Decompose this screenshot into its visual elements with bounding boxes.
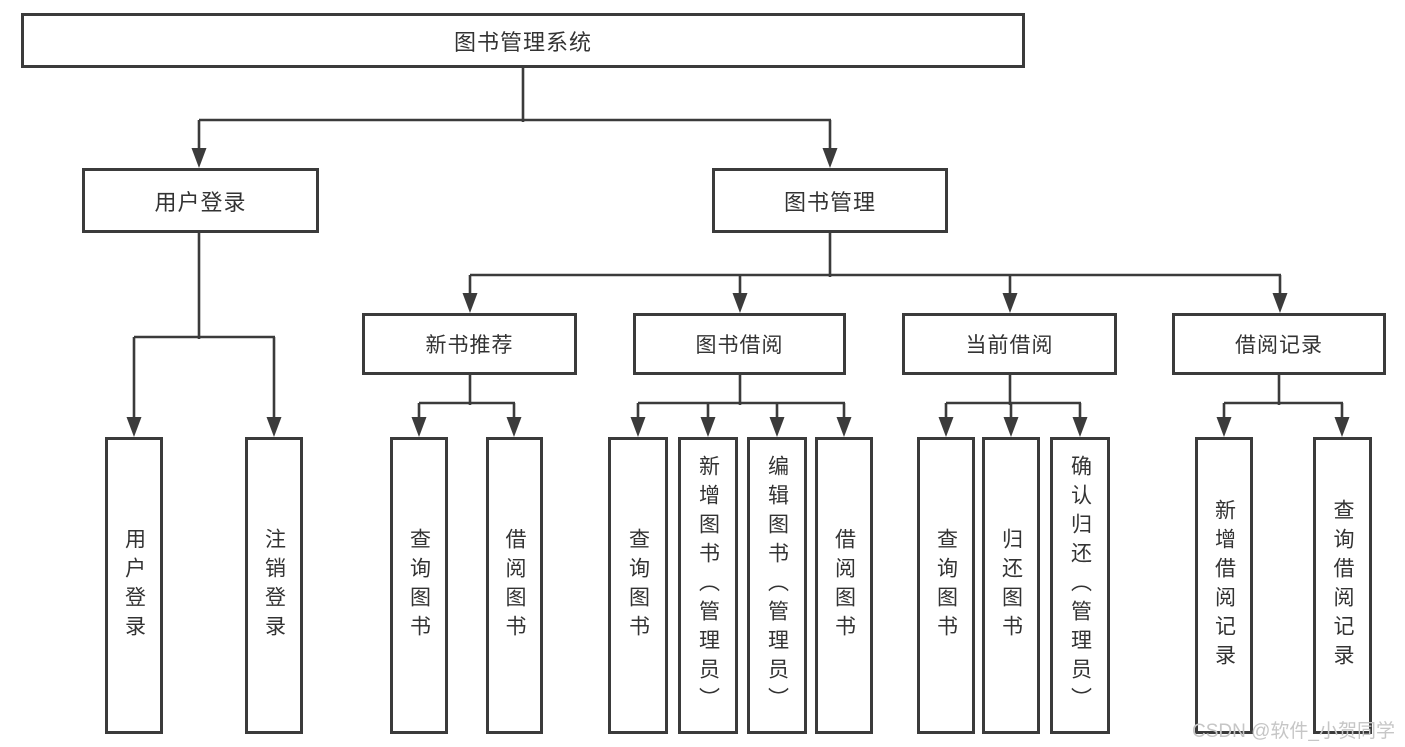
- leaf-return-books-label: 归还图书: [999, 527, 1023, 644]
- leaf-user-login: 用户登录: [105, 437, 163, 734]
- leaf-edit-books-admin-label: 编辑图书（管理员）: [765, 455, 789, 716]
- leaf-add-books-admin-label: 新增图书（管理员）: [696, 455, 720, 716]
- node-user-login: 用户登录: [82, 168, 319, 233]
- leaf-edit-books-admin: 编辑图书（管理员）: [747, 437, 807, 734]
- node-borrowing-records-label: 借阅记录: [1235, 334, 1323, 357]
- csdn-watermark: CSDN @软件_小贺同学: [1192, 721, 1395, 742]
- leaf-query-borrow-record-label: 查询借阅记录: [1331, 498, 1354, 673]
- node-book-management-label: 图书管理: [783, 189, 876, 215]
- node-book-borrowing: 图书借阅: [633, 313, 846, 375]
- node-new-book-recommend-label: 新书推荐: [425, 334, 514, 357]
- leaf-query-books-recommend-label: 查询图书: [407, 527, 431, 644]
- node-current-borrowing-label: 当前借阅: [965, 334, 1054, 357]
- leaf-query-books-recommend: 查询图书: [390, 437, 448, 734]
- leaf-user-login-label: 用户登录: [122, 527, 146, 644]
- leaf-borrow-books: 借阅图书: [815, 437, 873, 734]
- leaf-logout-label: 注销登录: [262, 527, 286, 644]
- leaf-add-borrow-record: 新增借阅记录: [1195, 437, 1253, 734]
- node-user-login-label: 用户登录: [154, 189, 247, 215]
- leaf-borrow-books-label: 借阅图书: [832, 527, 856, 644]
- leaf-logout: 注销登录: [245, 437, 303, 734]
- leaf-confirm-return-admin-label: 确认归还（管理员）: [1068, 455, 1092, 716]
- leaf-query-books-current: 查询图书: [917, 437, 975, 734]
- leaf-query-books-borrowing-label: 查询图书: [626, 527, 650, 644]
- leaf-add-books-admin: 新增图书（管理员）: [678, 437, 738, 734]
- leaf-query-books-borrowing: 查询图书: [608, 437, 668, 734]
- node-root-system-label: 图书管理系统: [453, 29, 592, 55]
- leaf-borrow-books-recommend-label: 借阅图书: [503, 527, 526, 644]
- node-borrowing-records: 借阅记录: [1172, 313, 1386, 375]
- node-new-book-recommend: 新书推荐: [362, 313, 577, 375]
- node-book-management: 图书管理: [712, 168, 948, 233]
- leaf-confirm-return-admin: 确认归还（管理员）: [1050, 437, 1110, 734]
- leaf-query-books-current-label: 查询图书: [934, 527, 958, 644]
- leaf-borrow-books-recommend: 借阅图书: [486, 437, 543, 734]
- node-book-borrowing-label: 图书借阅: [695, 334, 784, 357]
- node-current-borrowing: 当前借阅: [902, 313, 1117, 375]
- leaf-query-borrow-record: 查询借阅记录: [1313, 437, 1372, 734]
- leaf-add-borrow-record-label: 新增借阅记录: [1212, 498, 1236, 673]
- node-root-system: 图书管理系统: [21, 13, 1025, 68]
- leaf-return-books: 归还图书: [982, 437, 1040, 734]
